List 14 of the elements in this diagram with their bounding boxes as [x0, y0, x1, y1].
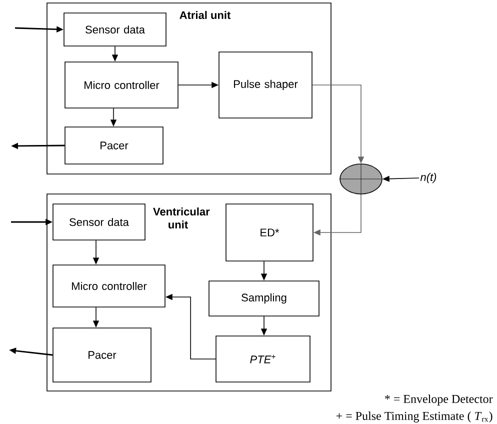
- process-box: Pacer: [52, 328, 152, 382]
- process-box: PTE$^{+}$: [216, 336, 310, 382]
- summing-junction: [339, 163, 383, 195]
- process-box: ED*: [226, 204, 314, 262]
- process-box: Sensor data: [64, 12, 166, 46]
- signal-label: n(t): [420, 172, 436, 184]
- process-box: Micro controller: [52, 264, 166, 308]
- process-box: Sensor data: [52, 204, 146, 240]
- note-text: + = Pulse Timing Estimate ( T$_{rx}$): [336, 412, 492, 422]
- process-box: Sampling: [208, 280, 320, 316]
- process-box: Pacer: [64, 126, 164, 164]
- process-box: Micro controller: [64, 62, 178, 108]
- note-text: * = Envelope Detector: [385, 394, 493, 406]
- process-box: Pulse shaper: [218, 52, 312, 118]
